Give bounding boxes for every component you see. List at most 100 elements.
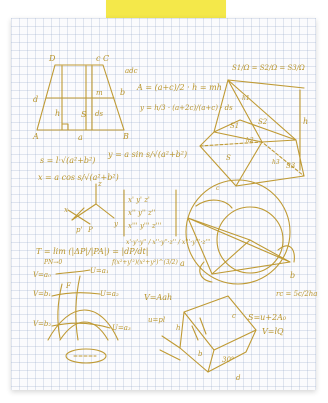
trapezoid-letter-b: b bbox=[120, 88, 125, 97]
circle-geometry: c a b bbox=[180, 179, 295, 285]
frustum-middle-section bbox=[213, 119, 297, 143]
pyramid-h3-label: h3 bbox=[272, 159, 280, 166]
label-v-b2: V=b₂ bbox=[33, 320, 51, 328]
label-v-b1: V=b₁ bbox=[33, 290, 51, 298]
coord-x-label: x bbox=[64, 206, 68, 214]
trapezoid-area-formula: A = (a+c)/2 · h = mh bbox=[136, 83, 222, 92]
big-circle bbox=[185, 179, 291, 285]
x-cos-formula: x = a cos s/√(a²+b²) bbox=[38, 173, 119, 182]
trapezoid-letter-s: S bbox=[81, 110, 87, 119]
trapezoid-formulas: adc A = (a+c)/2 · h = mh y = h/3 · (a+2c… bbox=[125, 67, 233, 112]
trapezoid-vertex-d: D bbox=[48, 54, 56, 63]
triangle-medians bbox=[187, 217, 291, 275]
ratio-formula: S1/Ω = S2/Ω = S3/Ω bbox=[232, 64, 305, 72]
pyramid-s2-label: S2 bbox=[258, 118, 268, 126]
uv-curve-u2 bbox=[75, 275, 81, 341]
axis-x bbox=[71, 203, 97, 221]
uv-grid-sketch: V=a₀ U=a₁ V=b₁ U=a₂ V=b₂ U=a₃ F bbox=[33, 267, 131, 364]
trapezoid-vertex-c: c bbox=[96, 54, 101, 63]
prism-label-30deg: 30° bbox=[222, 356, 234, 364]
pyramid-s-label: S bbox=[226, 154, 231, 162]
arc-length-formula: s = l·√(a²+b²) bbox=[40, 156, 95, 165]
pyramid-s1-label: S1 bbox=[230, 122, 239, 130]
label-u-a3: U=a₃ bbox=[112, 324, 131, 332]
axis-x-arrow bbox=[71, 207, 85, 221]
surface-formula: S=u+2A₀ bbox=[248, 313, 287, 322]
matrix-row-3: x''' y''' z''' bbox=[128, 222, 161, 230]
coord-p-prime-label: p' bbox=[76, 226, 82, 234]
trapezoid-letter-ds: ds bbox=[95, 110, 103, 118]
sine-formula: y = a sin s/√(a²+b²) bbox=[107, 150, 187, 159]
frustum-top-edge bbox=[227, 79, 305, 89]
inner-circle bbox=[216, 206, 284, 274]
vector-p bbox=[67, 209, 91, 225]
label-u-a1: U=a₁ bbox=[90, 267, 109, 275]
frustum-apex-mid bbox=[227, 79, 263, 143]
prism-label-b: b bbox=[198, 350, 203, 358]
prism-top-face bbox=[183, 295, 257, 351]
matrix-row-1: x' y' z' bbox=[128, 196, 150, 204]
trapezoid-vertex-a: A bbox=[32, 132, 39, 141]
frustum-apex-right bbox=[227, 79, 297, 141]
uv-curve-v1 bbox=[51, 292, 101, 297]
prism-sketch: b c h 30° d bbox=[159, 295, 257, 382]
trapezoid-sketch: D c C d b m h S ds A a B bbox=[32, 54, 129, 142]
trapezoid-area-formula-top: adc bbox=[125, 67, 138, 75]
yellow-tape bbox=[106, 0, 226, 19]
trapezoid-letter-a: a bbox=[78, 133, 83, 142]
volume-lq-formula: V=lQ bbox=[262, 327, 284, 336]
coord-p-label: P bbox=[87, 226, 93, 234]
trapezoid-outline bbox=[36, 64, 125, 131]
base-ellipse bbox=[65, 348, 107, 364]
frustum-base-outline bbox=[199, 139, 305, 187]
matrix-row-2: x'' y'' z'' bbox=[128, 209, 156, 217]
trapezoid-letter-m: m bbox=[96, 89, 103, 97]
trapezoid-right-angle bbox=[61, 123, 69, 131]
coord-z-label: z bbox=[97, 180, 102, 188]
frustum-sketch: S1/Ω = S2/Ω = S3/Ω h h1 S1 S2 h2 S h3 S3 bbox=[199, 64, 308, 187]
label-v-a0: V=a₀ bbox=[33, 271, 51, 279]
matrix-caption: x'·y'·y'' / x''·y''·z'' / x'''·y'''·z''' bbox=[126, 239, 211, 246]
radius-formula: rc = 5c/2ha bbox=[276, 290, 317, 298]
label-u-pl: u=pl bbox=[148, 316, 165, 324]
volume-formula: V=Aah bbox=[144, 293, 172, 302]
curvature-formula: T = lim (|ΔP|/|PA|) = |dP/dt| PN→0 f(x²+… bbox=[36, 247, 178, 266]
trapezoid-letter-d: d bbox=[33, 95, 38, 104]
uv-curve-u1 bbox=[57, 283, 63, 339]
prism-front-face bbox=[179, 311, 215, 373]
axis-y bbox=[95, 203, 115, 219]
coordinate-sketch: x y z P p' bbox=[64, 180, 119, 234]
trapezoid-centroid-formula: y = h/3 · (a+2c)/(a+c) · ds bbox=[139, 104, 233, 112]
matrix-block: x' y' z' x'' y'' z'' x''' y''' z''' x'·y… bbox=[123, 189, 211, 246]
prism-dimension-lines bbox=[159, 335, 181, 361]
circle-point-a: a bbox=[180, 259, 185, 268]
uv-arch-inner bbox=[59, 321, 109, 341]
angle-arc-top bbox=[195, 199, 233, 209]
label-u-a2: U=a₂ bbox=[100, 290, 119, 298]
circle-point-c: c bbox=[216, 185, 220, 192]
uv-arch-outer bbox=[47, 309, 119, 341]
limit-subscript: PN→0 bbox=[43, 259, 62, 266]
limit-formula: T = lim (|ΔP|/|PA|) = |dP/dt| bbox=[36, 247, 148, 256]
frustum-base-diagonal bbox=[235, 141, 263, 187]
inscribed-triangle bbox=[187, 217, 291, 275]
circle-point-b: b bbox=[290, 271, 295, 280]
helix-formulas: s = l·√(a²+b²) y = a sin s/√(a²+b²) x = … bbox=[38, 150, 187, 182]
angle-arc-bottom bbox=[199, 261, 213, 283]
trapezoid-letter-h: h bbox=[55, 109, 60, 118]
graph-paper-sheet bbox=[11, 18, 316, 390]
prism-side-face bbox=[207, 329, 257, 373]
angle-arc-right bbox=[277, 245, 295, 263]
frustum-apex-left bbox=[213, 79, 229, 133]
label-f: F bbox=[65, 282, 72, 290]
prism-label-h: h bbox=[176, 324, 181, 332]
pyramid-h2-label: h2 bbox=[246, 137, 254, 144]
pyramid-h-label: h bbox=[303, 117, 308, 126]
limit-denominator: f(x²+y'²)(x²+y²)^(3/2) bbox=[111, 259, 178, 266]
pyramid-s3-label: S3 bbox=[286, 162, 296, 170]
frustum-lower-left bbox=[199, 131, 215, 147]
uv-curve-v2 bbox=[51, 322, 111, 329]
prism-hatching bbox=[191, 317, 207, 341]
